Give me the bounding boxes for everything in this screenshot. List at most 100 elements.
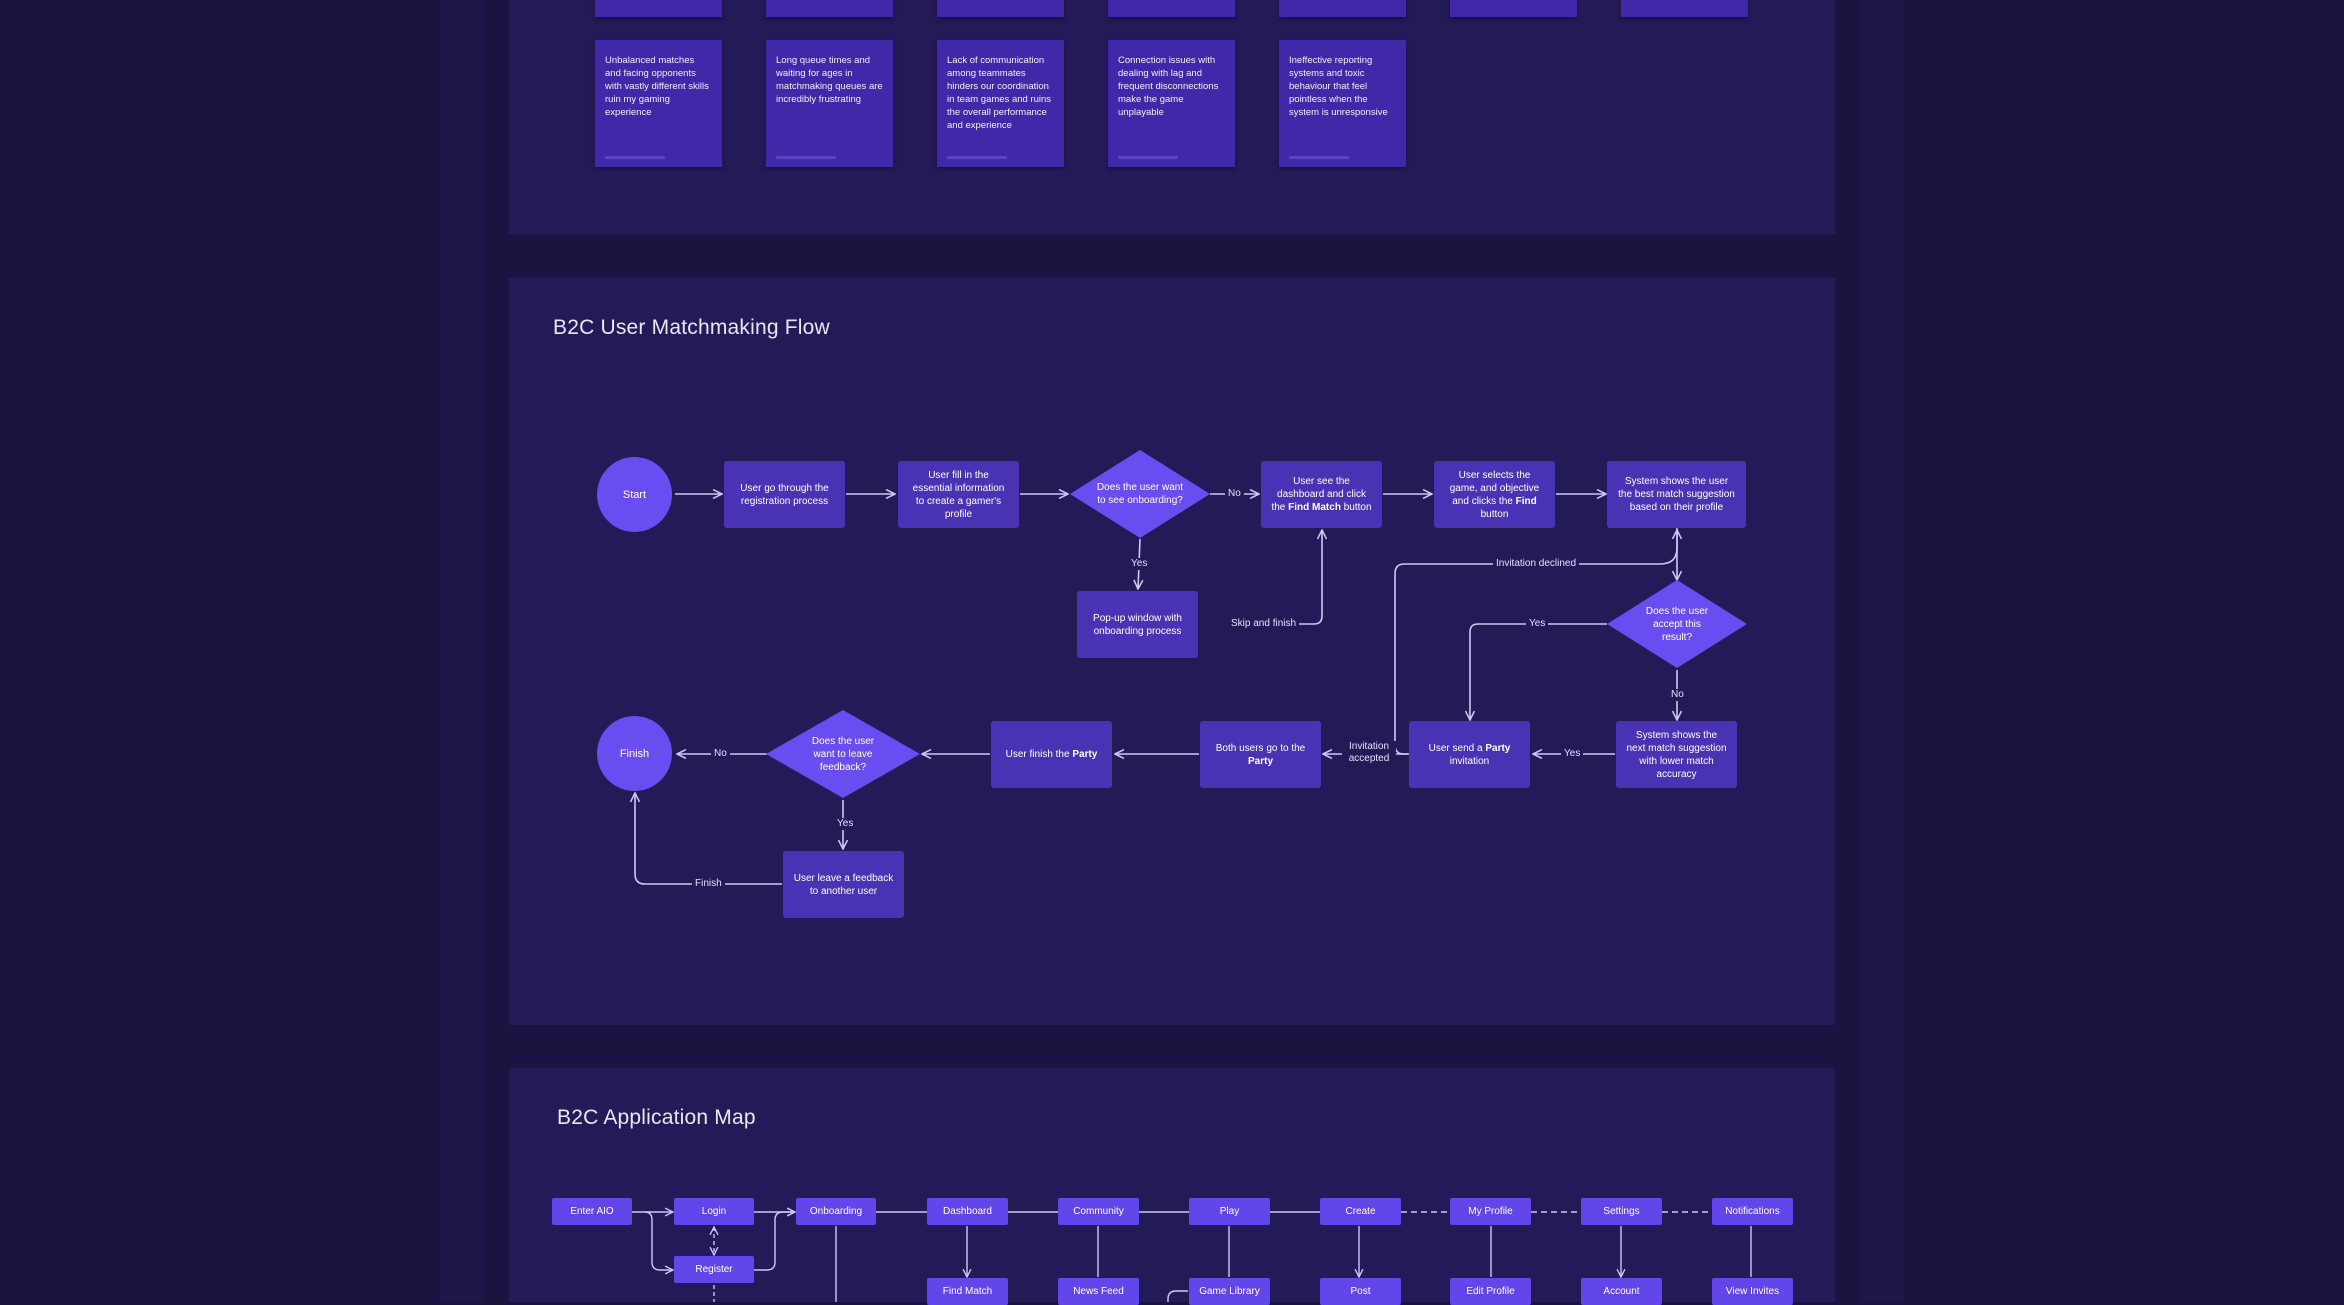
map-node-edit-profile[interactable]: Edit Profile bbox=[1450, 1278, 1531, 1305]
map-node-login[interactable]: Login bbox=[674, 1198, 754, 1225]
best-match-step[interactable]: System shows the user the best match sug… bbox=[1607, 461, 1746, 528]
map-node-find-match[interactable]: Find Match bbox=[927, 1278, 1008, 1305]
step-label: Both users go to the Party bbox=[1215, 742, 1306, 767]
flow-edge bbox=[1232, 530, 1322, 625]
flow-edge bbox=[635, 793, 782, 885]
diamond-shape bbox=[766, 710, 920, 798]
diamond-shape bbox=[1070, 450, 1210, 538]
feedback-decision[interactable]: Does the user want to leave feedback? bbox=[803, 730, 883, 778]
go-party-step[interactable]: Both users go to the Party bbox=[1200, 721, 1321, 788]
sticky-note-stub[interactable] bbox=[1621, 0, 1748, 17]
edge-label-no: No bbox=[1668, 689, 1687, 701]
map-node-notifications[interactable]: Notifications bbox=[1712, 1198, 1793, 1225]
map-node-dashboard[interactable]: Dashboard bbox=[927, 1198, 1008, 1225]
sticky-note-stub[interactable] bbox=[1108, 0, 1235, 17]
map-node-news-feed[interactable]: News Feed bbox=[1058, 1278, 1139, 1305]
send-party-step[interactable]: User send a Party invitation bbox=[1409, 721, 1530, 788]
edge-label-accepted: Invitation accepted bbox=[1342, 741, 1396, 765]
step-label: User send a Party invitation bbox=[1428, 742, 1511, 767]
onboarding-popup-step[interactable]: Pop-up window with onboarding process bbox=[1077, 591, 1198, 658]
flow-edge bbox=[1659, 530, 1677, 565]
sticky-note-author bbox=[947, 156, 1007, 159]
sticky-note-author bbox=[776, 156, 836, 159]
map-edge bbox=[644, 1211, 673, 1270]
finish-party-step[interactable]: User finish the Party bbox=[991, 721, 1112, 788]
decision-label: Does the user accept this result? bbox=[1645, 605, 1709, 643]
dashboard-step[interactable]: User see the dashboard and click the Fin… bbox=[1261, 461, 1382, 528]
registration-step[interactable]: User go through the registration process bbox=[724, 461, 845, 528]
sticky-note-text: Long queue times and waiting for ages in… bbox=[776, 55, 883, 105]
sticky-note-stub[interactable] bbox=[766, 0, 893, 17]
edge-label-declined: Invitation declined bbox=[1493, 558, 1580, 570]
sticky-note[interactable]: Unbalanced matches and facing opponents … bbox=[595, 40, 722, 167]
edge-label-no: No bbox=[711, 748, 730, 760]
sticky-note-author bbox=[605, 156, 665, 159]
select-game-step[interactable]: User selects the game, and objective and… bbox=[1434, 461, 1555, 528]
sticky-note-author bbox=[1289, 156, 1349, 159]
map-node-game-library[interactable]: Game Library bbox=[1189, 1278, 1270, 1305]
background-panel-left bbox=[440, 0, 484, 1302]
map-node-community[interactable]: Community bbox=[1058, 1198, 1139, 1225]
edge-label-yes: Yes bbox=[1561, 748, 1584, 760]
edge-label-finish: Finish bbox=[692, 878, 725, 890]
next-match-step[interactable]: System shows the next match suggestion w… bbox=[1616, 721, 1737, 788]
map-node-settings[interactable]: Settings bbox=[1581, 1198, 1662, 1225]
step-label: Pop-up window with onboarding process bbox=[1093, 612, 1182, 637]
step-label: User selects the game, and objective and… bbox=[1449, 469, 1540, 520]
sticky-note[interactable]: Ineffective reporting systems and toxic … bbox=[1279, 40, 1406, 167]
step-label: User finish the Party bbox=[1005, 749, 1098, 760]
app-map-title: B2C Application Map bbox=[557, 1106, 756, 1129]
step-label: User fill in the essential information t… bbox=[912, 469, 1005, 520]
background-panel-right bbox=[1860, 0, 1904, 1302]
sticky-note-text: Connection issues with dealing with lag … bbox=[1118, 55, 1219, 118]
accept-decision[interactable]: Does the user accept this result? bbox=[1637, 600, 1717, 648]
edge-label-yes: Yes bbox=[834, 818, 857, 830]
sticky-note[interactable]: Connection issues with dealing with lag … bbox=[1108, 40, 1235, 167]
edge-label-skip: Skip and finish bbox=[1228, 618, 1300, 630]
sticky-note-text: Lack of communication among teammates hi… bbox=[947, 55, 1052, 131]
profile-step[interactable]: User fill in the essential information t… bbox=[898, 461, 1019, 528]
decision-label: Does the user want to see onboarding? bbox=[1096, 482, 1184, 506]
map-node-onboarding[interactable]: Onboarding bbox=[796, 1198, 876, 1225]
pain-points-frame: Unbalanced matches and facing opponents … bbox=[509, 0, 1835, 234]
step-label: User see the dashboard and click the Fin… bbox=[1271, 476, 1372, 513]
map-node-my-profile[interactable]: My Profile bbox=[1450, 1198, 1531, 1225]
decision-label: Does the user want to leave feedback? bbox=[811, 735, 875, 773]
start-node[interactable]: Start bbox=[597, 457, 672, 532]
edge-label-yes: Yes bbox=[1128, 558, 1151, 570]
map-node-register[interactable]: Register bbox=[674, 1256, 754, 1283]
edge-label-no: No bbox=[1225, 488, 1244, 500]
edge-label-yes: Yes bbox=[1526, 618, 1549, 630]
map-node-create[interactable]: Create bbox=[1320, 1198, 1401, 1225]
map-node-enter-aio[interactable]: Enter AIO bbox=[552, 1198, 632, 1225]
finish-node[interactable]: Finish bbox=[597, 716, 672, 791]
step-label: System shows the user the best match sug… bbox=[1618, 476, 1735, 513]
flow-title: B2C User Matchmaking Flow bbox=[553, 316, 830, 339]
leave-feedback-step[interactable]: User leave a feedback to another user bbox=[783, 851, 904, 918]
sticky-note-stub[interactable] bbox=[1279, 0, 1406, 17]
diamond-shape bbox=[1607, 580, 1747, 668]
step-label: User go through the registration process bbox=[740, 482, 829, 507]
onboarding-decision[interactable]: Does the user want to see onboarding? bbox=[1096, 470, 1184, 518]
map-edge bbox=[754, 1212, 795, 1271]
sticky-note-text: Unbalanced matches and facing opponents … bbox=[605, 55, 709, 118]
map-node-account[interactable]: Account bbox=[1581, 1278, 1662, 1305]
step-label: System shows the next match suggestion w… bbox=[1626, 729, 1727, 780]
map-node-play[interactable]: Play bbox=[1189, 1198, 1270, 1225]
sticky-note-stub[interactable] bbox=[1450, 0, 1577, 17]
sticky-note-author bbox=[1118, 156, 1178, 159]
sticky-note[interactable]: Long queue times and waiting for ages in… bbox=[766, 40, 893, 167]
finish-label: Finish bbox=[619, 747, 650, 760]
flow-diamonds bbox=[766, 450, 1747, 798]
step-label: User leave a feedback to another user bbox=[793, 872, 894, 897]
map-node-view-invites[interactable]: View Invites bbox=[1712, 1278, 1793, 1305]
sticky-note-stub[interactable] bbox=[595, 0, 722, 17]
sticky-note[interactable]: Lack of communication among teammates hi… bbox=[937, 40, 1064, 167]
start-label: Start bbox=[622, 488, 647, 501]
map-edge bbox=[1167, 1290, 1188, 1302]
flow-edge bbox=[1470, 623, 1607, 720]
map-node-post[interactable]: Post bbox=[1320, 1278, 1401, 1305]
sticky-note-stub[interactable] bbox=[937, 0, 1064, 17]
sticky-note-text: Ineffective reporting systems and toxic … bbox=[1289, 55, 1388, 118]
